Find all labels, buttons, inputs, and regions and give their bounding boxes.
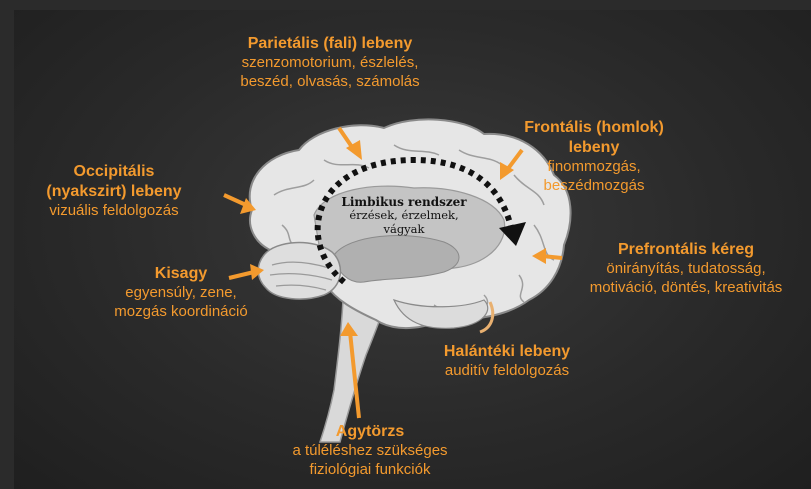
occipital-title-2: (nyakszirt) lebeny xyxy=(14,182,214,202)
cerebellum-desc-2: mozgás koordináció xyxy=(86,303,276,322)
temporal-title: Halántéki lebeny xyxy=(412,342,602,362)
brainstem-label: Agytörzs a túléléshez szükséges fiziológ… xyxy=(270,422,470,480)
frontal-label: Frontális (homlok) lebeny finommozgás, b… xyxy=(494,118,694,196)
frontal-title-2: lebeny xyxy=(494,138,694,158)
prefrontal-label: Prefrontális kéreg önirányítás, tudatoss… xyxy=(566,240,806,298)
brainstem-desc-2: fiziológiai funkciók xyxy=(270,461,470,480)
occipital-label: Occipitális (nyakszirt) lebeny vizuális … xyxy=(14,162,214,221)
limbic-label: Limbikus rendszer érzések, érzelmek, vág… xyxy=(314,195,494,237)
brainstem-title: Agytörzs xyxy=(270,422,470,442)
arrow-occipital xyxy=(224,195,246,205)
frontal-title-1: Frontális (homlok) xyxy=(494,118,694,138)
occipital-title-1: Occipitális xyxy=(14,162,214,182)
limbic-desc-1: érzések, érzelmek, xyxy=(314,209,494,223)
prefrontal-title: Prefrontális kéreg xyxy=(566,240,806,260)
cerebellum-label: Kisagy egyensúly, zene, mozgás koordinác… xyxy=(86,264,276,322)
frontal-desc-1: finommozgás, xyxy=(494,158,694,177)
parietal-desc-1: szenzomotorium, észlelés, xyxy=(200,54,460,73)
temporal-label: Halántéki lebeny auditív feldolgozás xyxy=(412,342,602,381)
cerebellum-desc-1: egyensúly, zene, xyxy=(86,284,276,303)
slide: Parietális (fali) lebeny szenzomotorium,… xyxy=(14,10,811,489)
prefrontal-desc-2: motiváció, döntés, kreativitás xyxy=(566,279,806,298)
parietal-title: Parietális (fali) lebeny xyxy=(200,34,460,54)
limbic-desc-2: vágyak xyxy=(314,223,494,237)
limbic-title: Limbikus rendszer xyxy=(314,195,494,209)
prefrontal-desc-1: önirányítás, tudatosság, xyxy=(566,260,806,279)
temporal-desc: auditív feldolgozás xyxy=(412,362,602,381)
brainstem-desc-1: a túléléshez szükséges xyxy=(270,442,470,461)
parietal-label: Parietális (fali) lebeny szenzomotorium,… xyxy=(200,34,460,92)
occipital-desc: vizuális feldolgozás xyxy=(14,202,214,221)
parietal-desc-2: beszéd, olvasás, számolás xyxy=(200,73,460,92)
frontal-desc-2: beszédmozgás xyxy=(494,177,694,196)
cerebellum-title: Kisagy xyxy=(86,264,276,284)
